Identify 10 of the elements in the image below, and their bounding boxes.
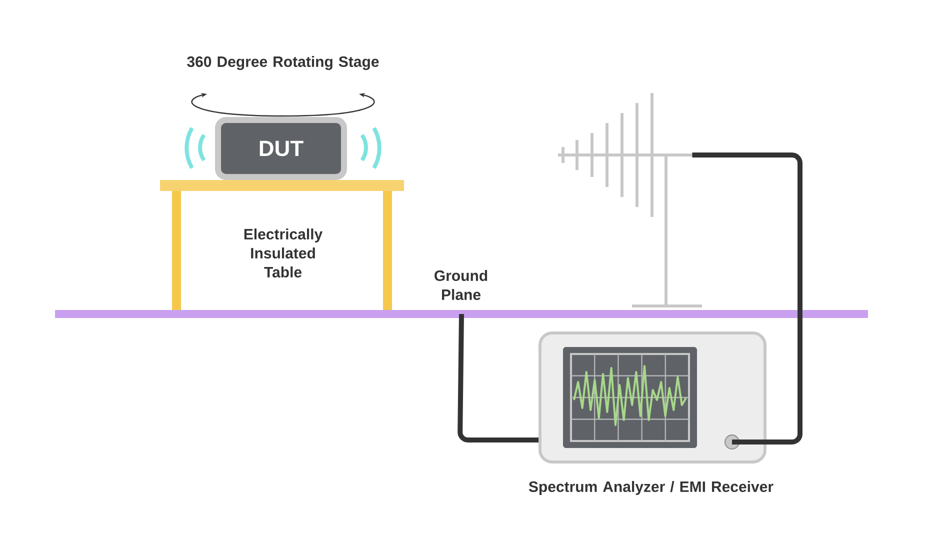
cable: [692, 152, 802, 444]
label: Electrically Insulated Table: [244, 228, 323, 278]
dut-box: DUT: [215, 117, 347, 180]
node-label: Ground Plane: [434, 270, 488, 300]
label: 360 Degree Rotating Stage: [187, 56, 379, 70]
cable: [458, 314, 538, 442]
node-label: Spectrum Analyzer / EMI Receiver: [528, 481, 774, 495]
spectrum-analyzer-drawing: [538, 332, 766, 464]
ground-plane-bar: [55, 310, 868, 318]
antenna-drawing: [556, 93, 704, 308]
